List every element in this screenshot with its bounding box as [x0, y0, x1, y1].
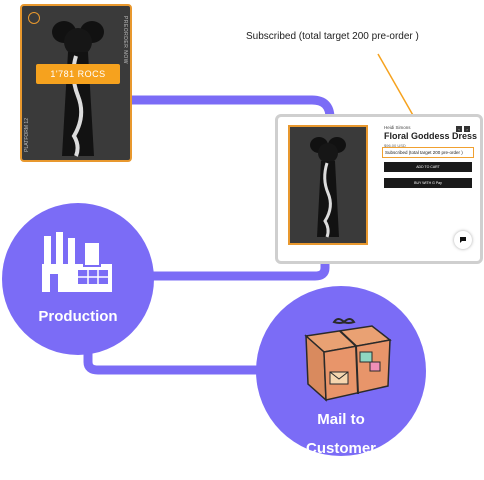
gpay-button[interactable]: BUY WITH G Pay: [384, 178, 472, 188]
price-banner[interactable]: 1'781 ROCS: [36, 64, 120, 84]
dress-icon: [310, 137, 346, 238]
card-side-text-top: PREORDER NOW: [122, 16, 128, 64]
nav-prev-button[interactable]: ‹: [456, 126, 462, 132]
brand-name: Heidi Simons: [384, 125, 411, 130]
dress-icon: [52, 21, 104, 157]
card-side-text-bottom: PLATFORM 12: [24, 118, 30, 152]
product-image: [288, 125, 368, 245]
chat-button[interactable]: [454, 231, 472, 249]
product-card: PREORDER NOW PLATFORM 12 1'781 ROCS: [20, 4, 132, 162]
factory-icon: [42, 232, 112, 292]
product-price: $96.00 USD: [384, 143, 406, 148]
parcel-icon: [304, 318, 392, 402]
production-label: Production: [38, 308, 118, 325]
subscription-status: Subscribed (total target 200 pre-order ): [382, 147, 474, 158]
add-to-cart-button[interactable]: ADD TO CART: [384, 162, 472, 172]
connector-production-to-mail: [83, 347, 275, 375]
product-title: Floral Goddess Dress: [384, 131, 478, 141]
connector-page-to-production: [145, 257, 330, 281]
callout-label: Subscribed (total target 200 pre-order ): [246, 31, 419, 42]
mail-label-line2: Customer: [305, 440, 376, 457]
brand-logo-icon: [28, 12, 40, 24]
product-page: Heidi Simons ‹ › Floral Goddess Dress $9…: [275, 114, 483, 264]
mail-label-line1: Mail to: [317, 411, 365, 428]
chat-icon: [460, 237, 466, 243]
nav-next-button[interactable]: ›: [464, 126, 470, 132]
